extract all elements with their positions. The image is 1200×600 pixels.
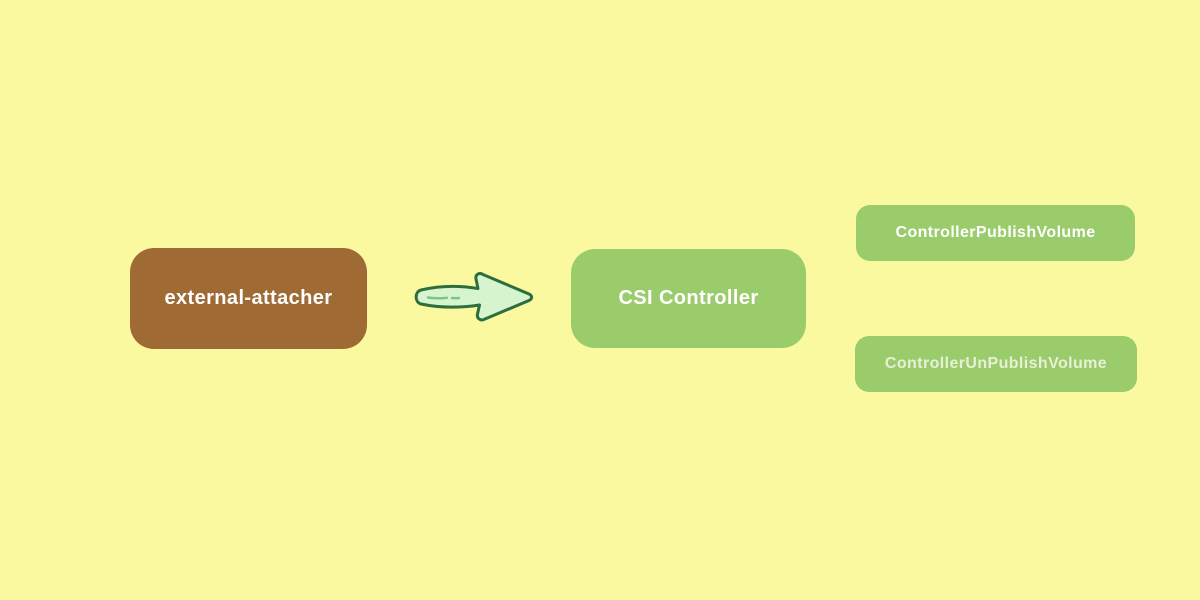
right-arrow-icon — [414, 272, 534, 322]
node-csi-controller-label: CSI Controller — [618, 287, 759, 309]
node-controller-unpublish-volume-label: ControllerUnPublishVolume — [884, 355, 1108, 372]
node-csi-controller: CSI Controller — [571, 249, 806, 348]
node-external-attacher-label: external-attacher — [164, 287, 333, 309]
node-controller-publish-volume-label: ControllerPublishVolume — [895, 224, 1096, 241]
node-controller-unpublish-volume: ControllerUnPublishVolume — [855, 336, 1137, 392]
node-controller-publish-volume: ControllerPublishVolume — [856, 205, 1135, 261]
node-external-attacher: external-attacher — [130, 248, 367, 349]
flow-arrow — [410, 266, 538, 328]
